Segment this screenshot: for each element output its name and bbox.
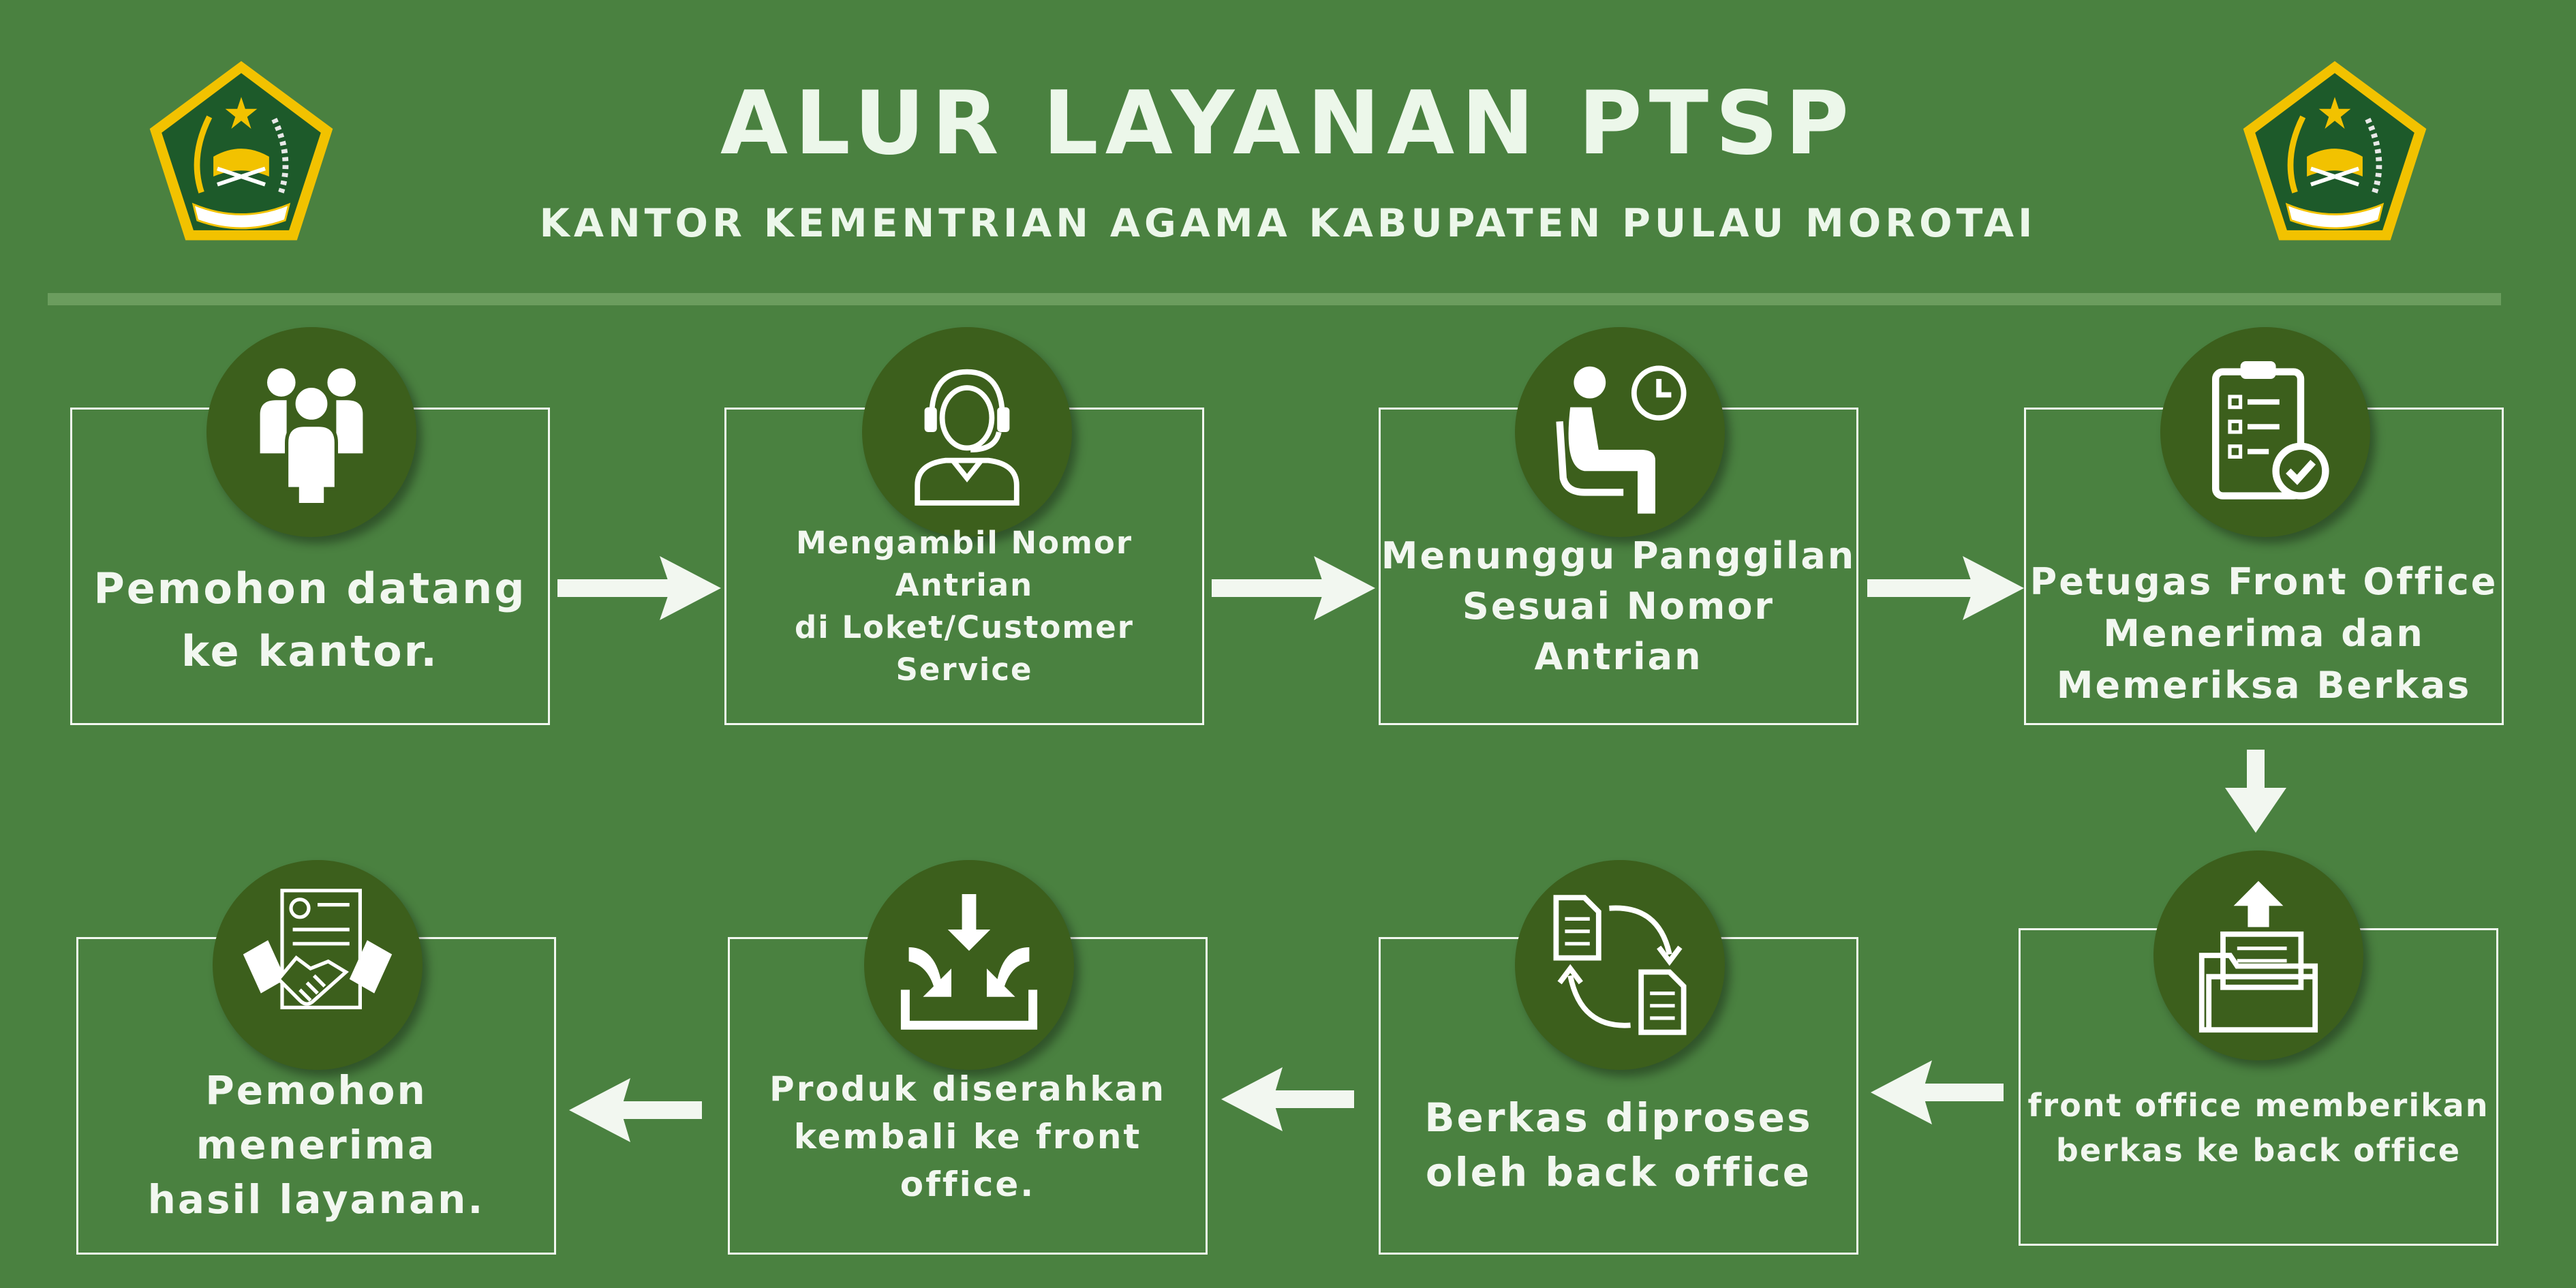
- step-8-circle: [213, 860, 423, 1070]
- page-subtitle: KANTOR KEMENTRIAN AGAMA KABUPATEN PULAU …: [539, 201, 2037, 246]
- clipboard-check-icon: [2212, 361, 2329, 500]
- kemenag-logo-right: [2243, 61, 2427, 241]
- arrow-right-2: [1212, 556, 1375, 620]
- step-2-circle: [862, 327, 1072, 537]
- step-3-label: Menunggu Panggilan Sesuai Nomor Antrian: [1381, 534, 1856, 678]
- arrow-left-3: [569, 1078, 702, 1142]
- header-divider: [48, 293, 2501, 305]
- step-6-label: Berkas diproses oleh back office: [1424, 1094, 1813, 1195]
- folder-upload-icon: [2198, 880, 2318, 1033]
- arrow-down: [2225, 750, 2286, 833]
- step-7-label: Produk diserahkan kembali ke front offic…: [769, 1069, 1166, 1204]
- step-6-circle: [1515, 860, 1725, 1070]
- customer-service-headset-icon: [915, 369, 1019, 506]
- step-5-circle: [2153, 850, 2363, 1060]
- step-5-label: front office memberikan berkas ke back o…: [2027, 1087, 2489, 1169]
- step-7-circle: [864, 860, 1074, 1070]
- arrow-left-1: [1871, 1060, 2004, 1124]
- step-4-label: Petugas Front Office Menerima dan Memeri…: [2029, 560, 2498, 707]
- document-exchange-icon: [1553, 895, 1687, 1035]
- handshake-document-icon: [243, 889, 393, 1009]
- page-title: ALUR LAYANAN PTSP: [720, 73, 1856, 174]
- waiting-clock-icon: [1556, 365, 1687, 514]
- step-1-circle: [206, 327, 416, 537]
- download-tray-icon: [900, 894, 1038, 1030]
- kemenag-logo-left: [149, 61, 333, 241]
- step-8-label: Pemohon menerima hasil layanan.: [147, 1067, 485, 1223]
- arrow-right-1: [557, 556, 721, 620]
- step-1-label: Pemohon datang ke kantor.: [93, 564, 527, 676]
- arrow-left-2: [1221, 1067, 1354, 1131]
- arrow-right-3: [1867, 556, 2024, 620]
- step-4-circle: [2160, 327, 2370, 537]
- step-2-label: Mengambil Nomor Antrian di Loket/Custome…: [795, 525, 1134, 688]
- people-group-icon: [260, 368, 363, 503]
- step-3-circle: [1515, 327, 1725, 537]
